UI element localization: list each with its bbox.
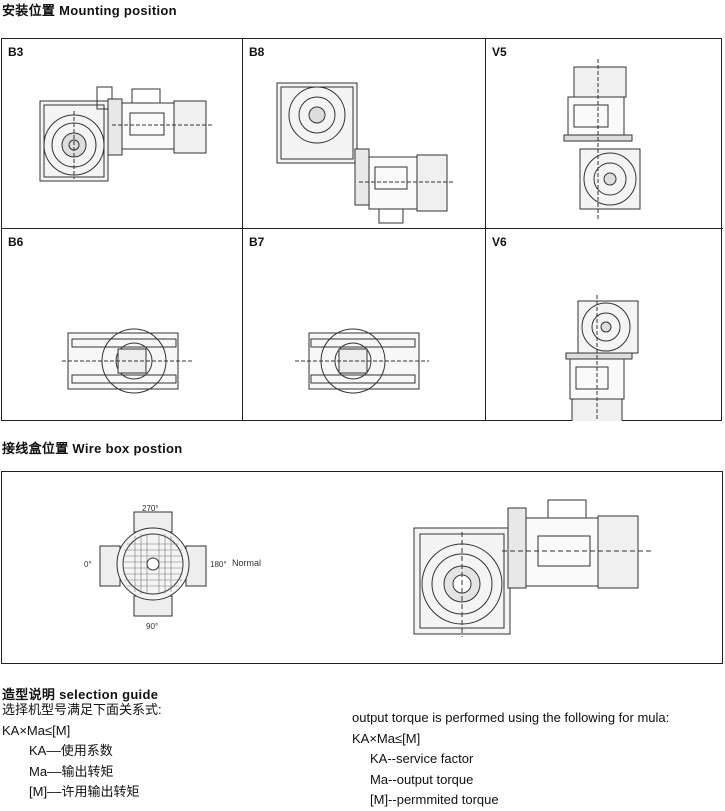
cell-b6: B6 xyxy=(2,229,243,421)
position-label-b6: B6 xyxy=(8,235,24,249)
gearmotor-b3-drawing xyxy=(39,86,212,182)
angle-label-180: 180° xyxy=(210,560,227,569)
guide-en-formula: KA×Ma≤[M] xyxy=(352,730,421,746)
position-label-v5: V5 xyxy=(492,45,507,59)
angle-label-90: 90° xyxy=(146,622,159,631)
cell-v6: V6 xyxy=(486,229,723,421)
gearmotor-v5-drawing xyxy=(563,59,641,219)
position-label-b3: B3 xyxy=(8,45,24,59)
motor-fan-cover xyxy=(597,515,639,589)
guide-chinese-text: 选择机型号满足下面关系式: KA×Ma≤[M] KA––使用系数 Ma––输出转… xyxy=(2,700,162,803)
position-label-b8: B8 xyxy=(249,45,265,59)
cell-b8: B8 xyxy=(243,39,486,229)
wirebox-drawings xyxy=(99,499,652,637)
gearmotor-b7-drawing xyxy=(295,328,429,394)
cell-v5: V5 xyxy=(486,39,723,229)
guide-cn-formula: KA×Ma≤[M] xyxy=(2,722,71,738)
guide-en-intro: output torque is performed using the fol… xyxy=(352,710,670,725)
mounting-position-grid: B3 B8 xyxy=(1,38,723,421)
position-label-v6: V6 xyxy=(492,235,507,249)
guide-cn-item-m: [M]––许用输出转矩 xyxy=(29,784,140,799)
cell-b3: B3 xyxy=(2,39,243,229)
motor-wire-box xyxy=(547,499,587,519)
guide-en-item-m: [M]--permmited torque xyxy=(370,792,499,807)
wirebox-panel: 270° 0° 180° Normal 90° xyxy=(1,471,723,664)
guide-section-title: 造型说明 selection guide xyxy=(2,687,159,702)
mounting-section-title: 安装位置 Mounting position xyxy=(2,3,177,18)
position-label-b7: B7 xyxy=(249,235,265,249)
motor-flange xyxy=(507,507,527,589)
angle-label-270: 270° xyxy=(142,504,159,513)
cell-b7: B7 xyxy=(243,229,486,421)
guide-en-item-ma: Ma--output torque xyxy=(370,771,474,787)
angle-label-normal: Normal xyxy=(232,558,262,568)
guide-en-item-ka: KA--service factor xyxy=(370,751,474,766)
gearmotor-b8-drawing xyxy=(276,82,453,224)
guide-cn-item-ma: Ma––输出转矩 xyxy=(29,763,114,779)
wirebox-section-title: 接线盒位置 Wire box postion xyxy=(2,441,183,456)
motor-housing xyxy=(525,517,599,587)
guide-cn-intro: 选择机型号满足下面关系式: xyxy=(2,702,162,717)
gearmotor-v6-drawing xyxy=(565,295,639,421)
guide-cn-item-ka: KA––使用系数 xyxy=(29,743,113,758)
angle-label-0: 0° xyxy=(84,560,92,569)
gearmotor-b6-drawing xyxy=(62,328,192,394)
guide-english-text: output torque is performed using the fol… xyxy=(352,708,669,811)
